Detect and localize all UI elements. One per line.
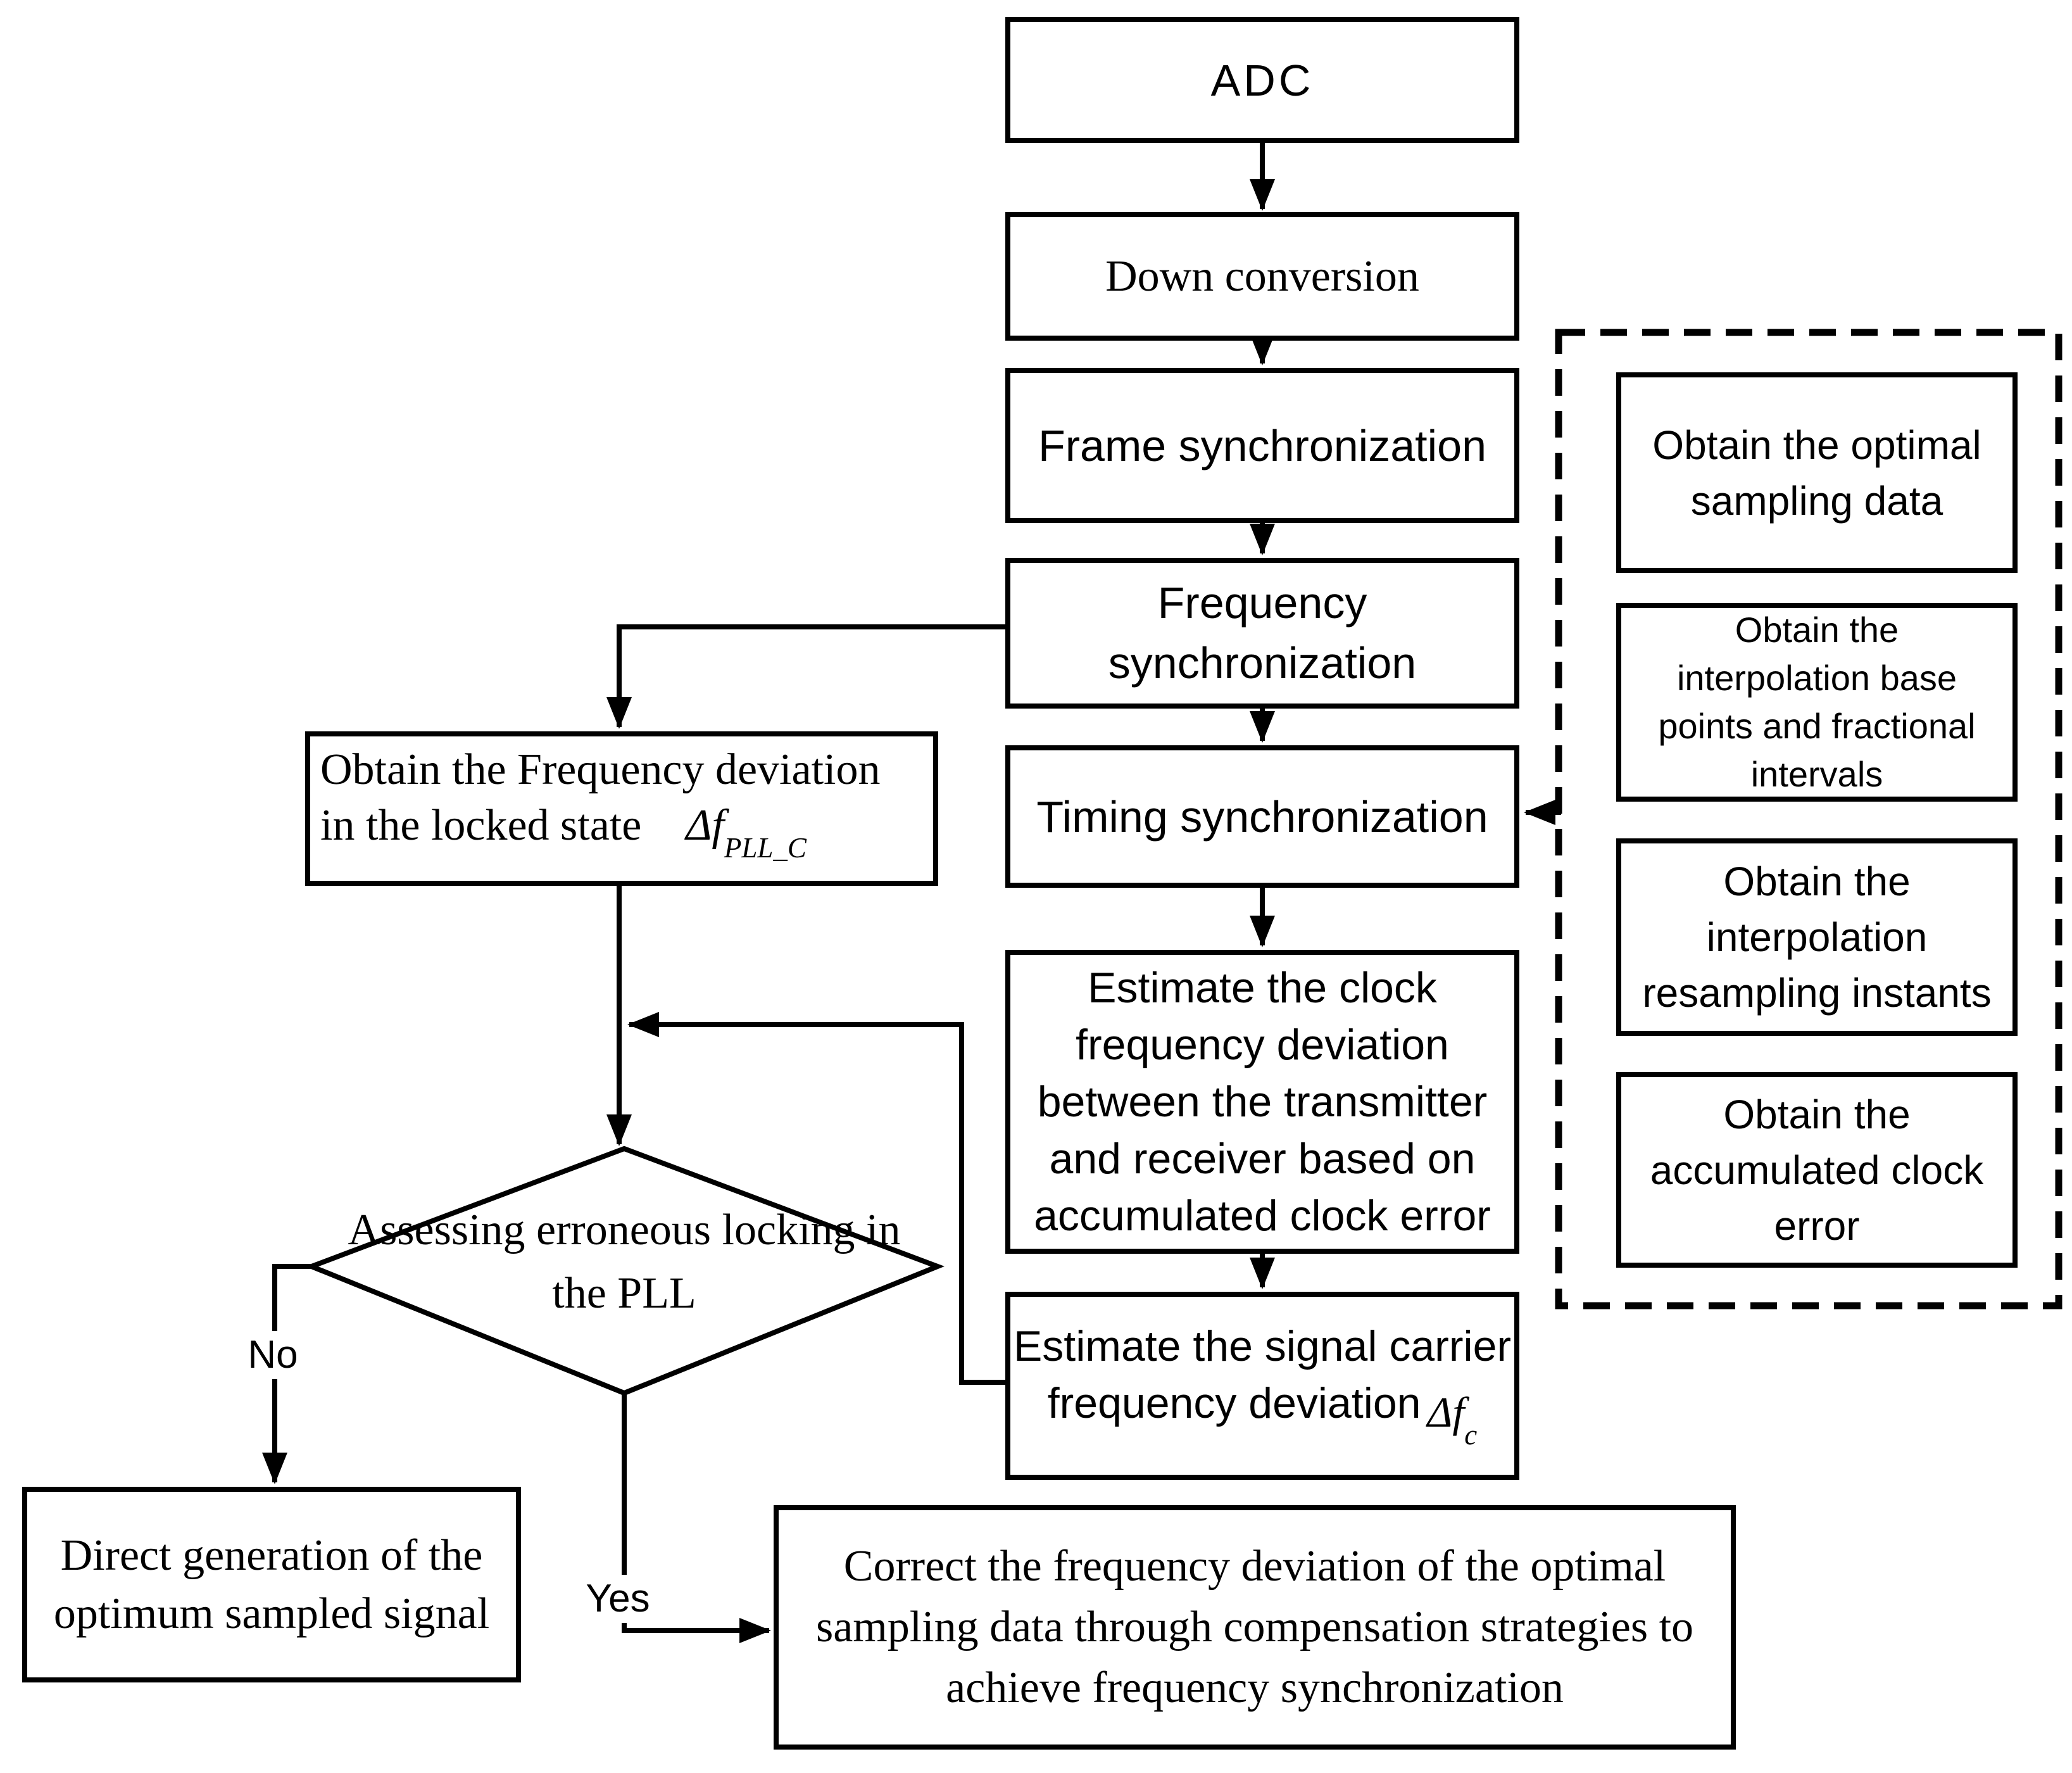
node-adc: ADC — [1005, 17, 1519, 143]
node-direct-generation: Direct generation of the optimum sampled… — [22, 1487, 521, 1682]
node-timing-sync-label: Timing synchronization — [1036, 792, 1488, 842]
panel-node-optimal-sampling: Obtain the optimal sampling data — [1616, 372, 2018, 573]
panel-node-resampling-instants: Obtain the interpolation resampling inst… — [1616, 838, 2018, 1036]
node-obtain-freq-deviation: Obtain the Frequency deviation in the lo… — [305, 731, 938, 886]
node-estimate-clock-label: Estimate the clock frequency deviation b… — [1034, 964, 1491, 1240]
node-direct-generation-label: Direct generation of the optimum sampled… — [53, 1530, 490, 1638]
panel-node-accumulated-error-label: Obtain the accumulated clock error — [1650, 1091, 1984, 1249]
delta-f-pll-symbol: ΔfPLL_C — [686, 800, 807, 864]
delta-f-pll-subscript: PLL_C — [724, 831, 807, 864]
node-freq-sync-label: Frequency synchronization — [1108, 578, 1417, 688]
label-yes: Yes — [573, 1575, 663, 1623]
panel-node-base-points: Obtain the interpolation base points and… — [1616, 603, 2018, 802]
decision-diamond — [305, 1145, 945, 1396]
node-correct-frequency: Correct the frequency deviation of the o… — [774, 1505, 1736, 1750]
panel-node-accumulated-error: Obtain the accumulated clock error — [1616, 1072, 2018, 1268]
node-down-conversion-label: Down conversion — [1105, 251, 1419, 301]
node-frame-sync: Frame synchronization — [1005, 368, 1519, 523]
decision-label: Assessing erroneous locking in the PLL — [348, 1206, 901, 1318]
arrow-no-branch — [262, 1264, 311, 1484]
arrow-yes-branch — [622, 1393, 771, 1643]
panel-node-base-points-label: Obtain the interpolation base points and… — [1658, 610, 1976, 794]
delta-f-pll-main: Δf — [686, 800, 724, 850]
node-freq-sync: Frequency synchronization — [1005, 558, 1519, 709]
estimate-carrier-line2-text: frequency deviation — [1047, 1379, 1421, 1427]
node-adc-label: ADC — [1210, 55, 1314, 105]
obtain-freq-line2: in the locked state ΔfPLL_C — [320, 798, 807, 876]
obtain-freq-line1-text: Obtain the Frequency deviation — [320, 745, 881, 794]
delta-f-c-main: Δf — [1427, 1387, 1465, 1436]
node-correct-frequency-label: Correct the frequency deviation of the o… — [815, 1542, 1694, 1712]
node-frame-sync-label: Frame synchronization — [1038, 420, 1487, 470]
arrow-freqsync-to-obtainfreq — [606, 624, 1005, 729]
node-estimate-clock: Estimate the clock frequency deviation b… — [1005, 950, 1519, 1254]
node-estimate-carrier: Estimate the signal carrier frequency de… — [1005, 1292, 1519, 1480]
arrow-estcarrier-feedback — [627, 1012, 1005, 1385]
estimate-carrier-line1-text: Estimate the signal carrier — [1013, 1322, 1512, 1370]
node-down-conversion: Down conversion — [1005, 212, 1519, 341]
node-estimate-carrier-line1: Estimate the signal carrier — [1014, 1318, 1511, 1375]
delta-f-c-subscript: c — [1464, 1418, 1478, 1451]
node-timing-sync: Timing synchronization — [1005, 745, 1519, 888]
obtain-freq-line1: Obtain the Frequency deviation — [320, 742, 880, 798]
panel-node-resampling-instants-label: Obtain the interpolation resampling inst… — [1642, 859, 1992, 1016]
delta-f-c-symbol: Δfc — [1427, 1387, 1477, 1451]
obtain-freq-line2-text: in the locked state — [320, 800, 642, 850]
panel-node-optimal-sampling-label: Obtain the optimal sampling data — [1652, 422, 1981, 524]
label-no: No — [228, 1331, 318, 1379]
dashed-group-border — [1555, 329, 2063, 1309]
